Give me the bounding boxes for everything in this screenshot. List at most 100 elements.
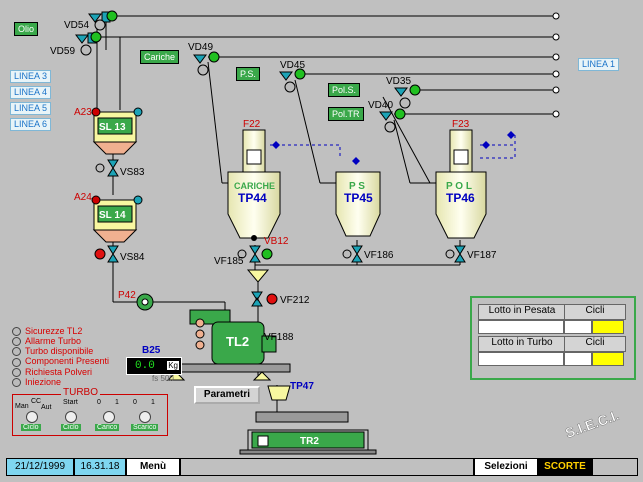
turbo-aut: Aut	[41, 404, 52, 411]
scale-unit: Kg	[167, 361, 179, 370]
lbl-vf212: VF212	[280, 295, 310, 306]
lbl-p42: P42	[118, 290, 136, 301]
logo: S.I.E.C.I.	[563, 407, 621, 441]
turbo-carico-button[interactable]: Carico	[95, 424, 120, 431]
turbo-zero: 0	[97, 399, 101, 406]
lot-turbo-cicli-label: Cicli	[564, 336, 626, 352]
feed-lines	[96, 15, 553, 420]
status-dot-icon	[12, 337, 21, 347]
legend-item: Sicurezze TL2	[12, 326, 109, 337]
scale-value: 0.0	[135, 360, 155, 372]
silo-sl13	[91, 107, 143, 155]
turbo-zero-2: 0	[133, 399, 137, 406]
lot-turbo-cicli-field[interactable]	[564, 352, 592, 366]
selezioni-button[interactable]: Selezioni	[474, 458, 538, 476]
status-time: 16.31.18	[74, 458, 126, 476]
lot-pesata-field[interactable]	[478, 320, 564, 334]
turbo-mode-knob-icon[interactable]	[26, 411, 38, 423]
lbl-a23: A23	[74, 107, 92, 118]
turbo-cc: CC	[31, 398, 42, 405]
lot-turbo-field[interactable]	[478, 352, 564, 366]
status-dot-icon	[12, 347, 21, 357]
lbl-vd45: VD45	[280, 60, 305, 71]
status-message	[180, 458, 474, 476]
status-dot-icon	[12, 357, 21, 367]
silo-tp46	[435, 129, 487, 239]
turbo-carico-knob-icon[interactable]	[103, 411, 115, 423]
lbl-vd49: VD49	[188, 42, 213, 53]
lot-turbo-status-indicator	[592, 352, 624, 366]
tr2-conveyor	[239, 385, 377, 455]
turbo-start-knob-icon[interactable]	[65, 411, 77, 423]
legend-item: Turbo disponibile	[12, 346, 109, 357]
lbl-tp47: TP47	[290, 381, 314, 392]
lbl-vf188: VF188	[264, 332, 294, 343]
lbl-vd40: VD40	[368, 100, 393, 111]
turbo-ciclo-button[interactable]: Ciclo	[21, 424, 41, 431]
status-legend: Sicurezze TL2 Allarme Turbo Turbo dispon…	[12, 326, 109, 387]
legend-item: Richiesta Polveri	[12, 367, 109, 377]
turbo-panel: TURBO Man CC Aut Start 0 1 0 1 Ciclo Cic…	[12, 387, 168, 436]
line-4-label[interactable]: LINEA 4	[10, 86, 52, 99]
lbl-vf185: VF185	[214, 256, 244, 267]
lot-pesata-cicli-field[interactable]	[564, 320, 592, 334]
lbl-sl13: SL 13	[99, 122, 126, 133]
pump-p42	[136, 293, 154, 311]
menu-button[interactable]: Menù	[126, 458, 180, 476]
lbl-tp46-top: P O L	[446, 181, 472, 192]
turbo-man: Man	[15, 403, 29, 410]
lot-turbo-label: Lotto in Turbo	[478, 336, 566, 352]
input-cariche: Cariche	[140, 50, 180, 64]
turbo-title: TURBO	[61, 387, 100, 398]
silo-tp45	[335, 171, 381, 237]
lot-pesata-status-indicator	[592, 320, 624, 334]
line-5-label[interactable]: LINEA 5	[10, 102, 52, 115]
legend-item: Componenti Presenti	[12, 356, 109, 367]
turbo-one-2: 1	[151, 399, 155, 406]
valves	[75, 11, 408, 121]
turbo-ciclo-start-button[interactable]: Ciclo	[61, 424, 81, 431]
input-pols: Pol.S.	[328, 83, 361, 97]
status-extra	[592, 458, 638, 476]
lbl-vd59: VD59	[50, 46, 75, 57]
lbl-tl2: TL2	[226, 334, 249, 349]
lbl-f22: F22	[243, 119, 261, 130]
scale-display: 0.0 Kg	[126, 357, 182, 375]
line-6-label[interactable]: LINEA 6	[10, 118, 52, 131]
line-1-label[interactable]: LINEA 1	[578, 58, 620, 71]
lbl-vs84: VS84	[120, 252, 145, 263]
legend-item: Allarme Turbo	[12, 336, 109, 347]
input-poltr: Pol.TR	[328, 107, 364, 121]
turbo-one: 1	[115, 399, 119, 406]
line-3-label[interactable]: LINEA 3	[10, 70, 52, 83]
status-dot-icon	[12, 327, 21, 337]
status-dot-icon	[12, 377, 21, 387]
lbl-sl14: SL 14	[99, 210, 126, 221]
silo-sl14	[91, 195, 143, 243]
silo-tp44	[227, 129, 281, 241]
lbl-vb12: VB12	[264, 236, 289, 247]
turbo-scarico-knob-icon[interactable]	[139, 411, 151, 423]
parametri-button[interactable]: Parametri	[194, 386, 260, 404]
lbl-tp44: TP44	[238, 191, 267, 205]
turbo-tl2	[166, 309, 291, 381]
status-dot-icon	[12, 367, 21, 377]
lbl-tp44-top: CARICHE	[234, 181, 275, 191]
lbl-tp46: TP46	[446, 191, 475, 205]
lot-pesata-label: Lotto in Pesata	[478, 304, 566, 320]
scorte-button[interactable]: SCORTE	[538, 458, 592, 476]
input-olio: Olio	[14, 22, 39, 36]
lbl-tp45-top: P S	[349, 181, 365, 192]
lbl-a24: A24	[74, 192, 92, 203]
lbl-vd35: VD35	[386, 76, 411, 87]
scale-fs: fs 500	[152, 374, 174, 383]
input-ps: P.S.	[236, 67, 260, 81]
status-date: 21/12/1999	[6, 458, 74, 476]
turbo-scarico-button[interactable]: Scarico	[131, 424, 159, 431]
lbl-vd54: VD54	[64, 20, 89, 31]
lbl-tp45: TP45	[344, 191, 373, 205]
lot-panel: Lotto in Pesata Cicli Lotto in Turbo Cic…	[470, 296, 636, 380]
lbl-vs83: VS83	[120, 167, 145, 178]
